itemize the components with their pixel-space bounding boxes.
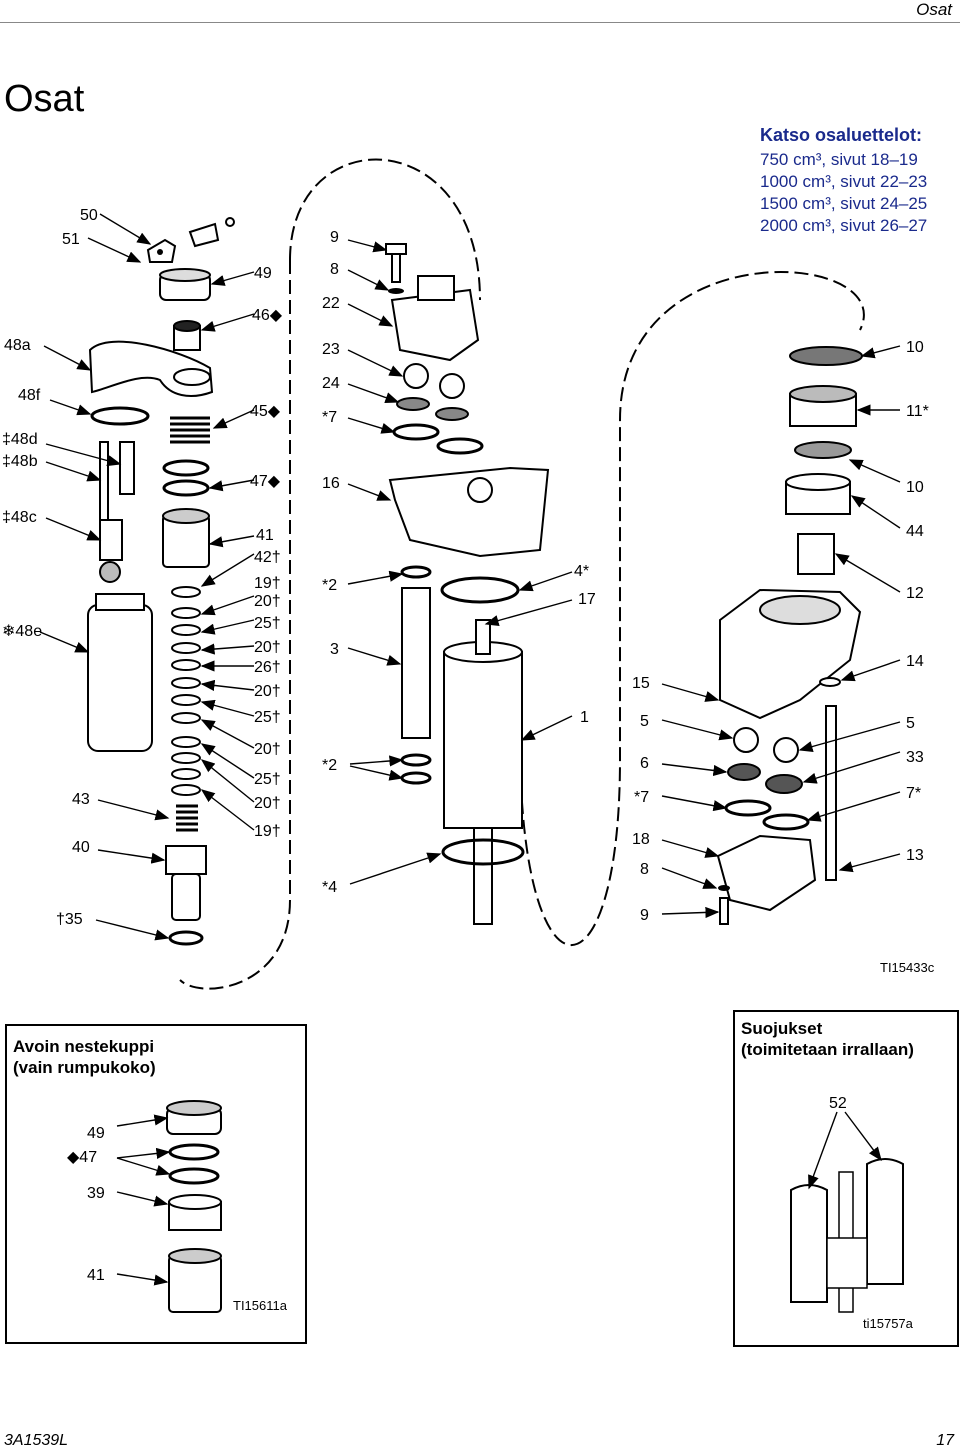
callout-3: 3 <box>330 641 339 658</box>
callout-41: 41 <box>256 527 274 544</box>
callout-17: 17 <box>578 591 596 608</box>
callout-10: 10 <box>906 339 924 356</box>
callout-11: 11* <box>906 403 929 420</box>
inset-diagram: 49 ◆47 39 41 TI15611a <box>67 1100 288 1313</box>
reference-line: 1000 cm³, sivut 22–23 <box>760 172 928 191</box>
callout-19: 19† <box>254 823 281 840</box>
callout-48d: ‡48d <box>2 431 38 448</box>
reference-line: 2000 cm³, sivut 26–27 <box>760 216 928 235</box>
callout-48a: 48a <box>4 337 31 354</box>
inset-subtitle: (toimitetaan irrallaan) <box>741 1040 914 1059</box>
callout-22: 22 <box>322 295 340 312</box>
callout-5: 5 <box>906 715 915 732</box>
reference-title: Katso osaluettelot: <box>760 125 923 145</box>
inset-open-fluid-cup: Avoin nestekuppi (vain rumpukoko) 49 ◆47… <box>5 1024 307 1344</box>
footer-doc-number: 3A1539L <box>4 1432 69 1449</box>
callout-9: 9 <box>330 229 339 246</box>
callout-25: 25† <box>254 615 281 632</box>
header-divider <box>0 22 960 23</box>
callout-48f: 48f <box>18 387 41 404</box>
callout-20: 20† <box>254 795 281 812</box>
inset-callout-39: 39 <box>87 1185 105 1202</box>
inset-callout-47: ◆47 <box>67 1149 97 1166</box>
callout-42: 42† <box>254 549 281 566</box>
callout-35: †35 <box>56 911 83 928</box>
callout-12: 12 <box>906 585 924 602</box>
callout-51: 51 <box>62 231 80 248</box>
inset-figure-id: ti15757a <box>863 1316 914 1331</box>
inset-subtitle: (vain rumpukoko) <box>13 1058 156 1077</box>
callout-48e: ❄48e <box>2 623 42 640</box>
callout-2: *2 <box>322 757 337 774</box>
inset-callout-52: 52 <box>829 1095 847 1112</box>
callout-1: 1 <box>580 709 589 726</box>
inset-callout-49: 49 <box>87 1125 105 1142</box>
callout-16: 16 <box>322 475 340 492</box>
callout-6: 6 <box>640 755 649 772</box>
callout-48c: ‡48c <box>2 509 37 526</box>
callout-5: 5 <box>640 713 649 730</box>
callout-49: 49 <box>254 265 272 282</box>
callout-45: 45◆ <box>250 403 281 420</box>
callout-20: 20† <box>254 683 281 700</box>
inset-shields: Suojukset (toimitetaan irrallaan) 52 ti1… <box>733 1010 959 1347</box>
callout-50: 50 <box>80 207 98 224</box>
callout-8: 8 <box>640 861 649 878</box>
callout-25: 25† <box>254 771 281 788</box>
callout-2: *2 <box>322 577 337 594</box>
inset-title: Avoin nestekuppi <box>13 1037 155 1056</box>
callout-7: *7 <box>634 789 649 806</box>
callout-43: 43 <box>72 791 90 808</box>
callout-8: 8 <box>330 261 339 278</box>
callout-14: 14 <box>906 653 924 670</box>
page-title: Osat <box>4 78 85 120</box>
callout-7: *7 <box>322 409 337 426</box>
callout-9: 9 <box>640 907 649 924</box>
callout-48b: ‡48b <box>2 453 38 470</box>
callout-13: 13 <box>906 847 924 864</box>
callout-4: 4* <box>574 563 589 580</box>
inset-diagram: 52 ti15757a <box>790 1095 914 1331</box>
callout-33: 33 <box>906 749 924 766</box>
inset-title: Suojukset <box>741 1019 823 1038</box>
figure-id: TI15433c <box>880 960 935 975</box>
callout-26: 26† <box>254 659 281 676</box>
callout-40: 40 <box>72 839 90 856</box>
callout-25: 25† <box>254 709 281 726</box>
callout-15: 15 <box>632 675 650 692</box>
callout-20: 20† <box>254 741 281 758</box>
callout-7: 7* <box>906 785 921 802</box>
inset-figure-id: TI15611a <box>233 1298 288 1313</box>
callout-20: 20† <box>254 639 281 656</box>
callout-20: 20† <box>254 593 281 610</box>
header-section-label: Osat <box>916 0 952 19</box>
callout-24: 24 <box>322 375 340 392</box>
callout-46: 46◆ <box>252 307 283 324</box>
callout-18: 18 <box>632 831 650 848</box>
callout-47: 47◆ <box>250 473 281 490</box>
callout-19: 19† <box>254 575 281 592</box>
callout-44: 44 <box>906 523 924 540</box>
callout-23: 23 <box>322 341 340 358</box>
callout-10: 10 <box>906 479 924 496</box>
inset-callout-41: 41 <box>87 1267 105 1284</box>
callout-4: *4 <box>322 879 337 896</box>
reference-line: 1500 cm³, sivut 24–25 <box>760 194 928 213</box>
reference-line: 750 cm³, sivut 18–19 <box>760 150 918 169</box>
footer-page-number: 17 <box>936 1432 954 1449</box>
